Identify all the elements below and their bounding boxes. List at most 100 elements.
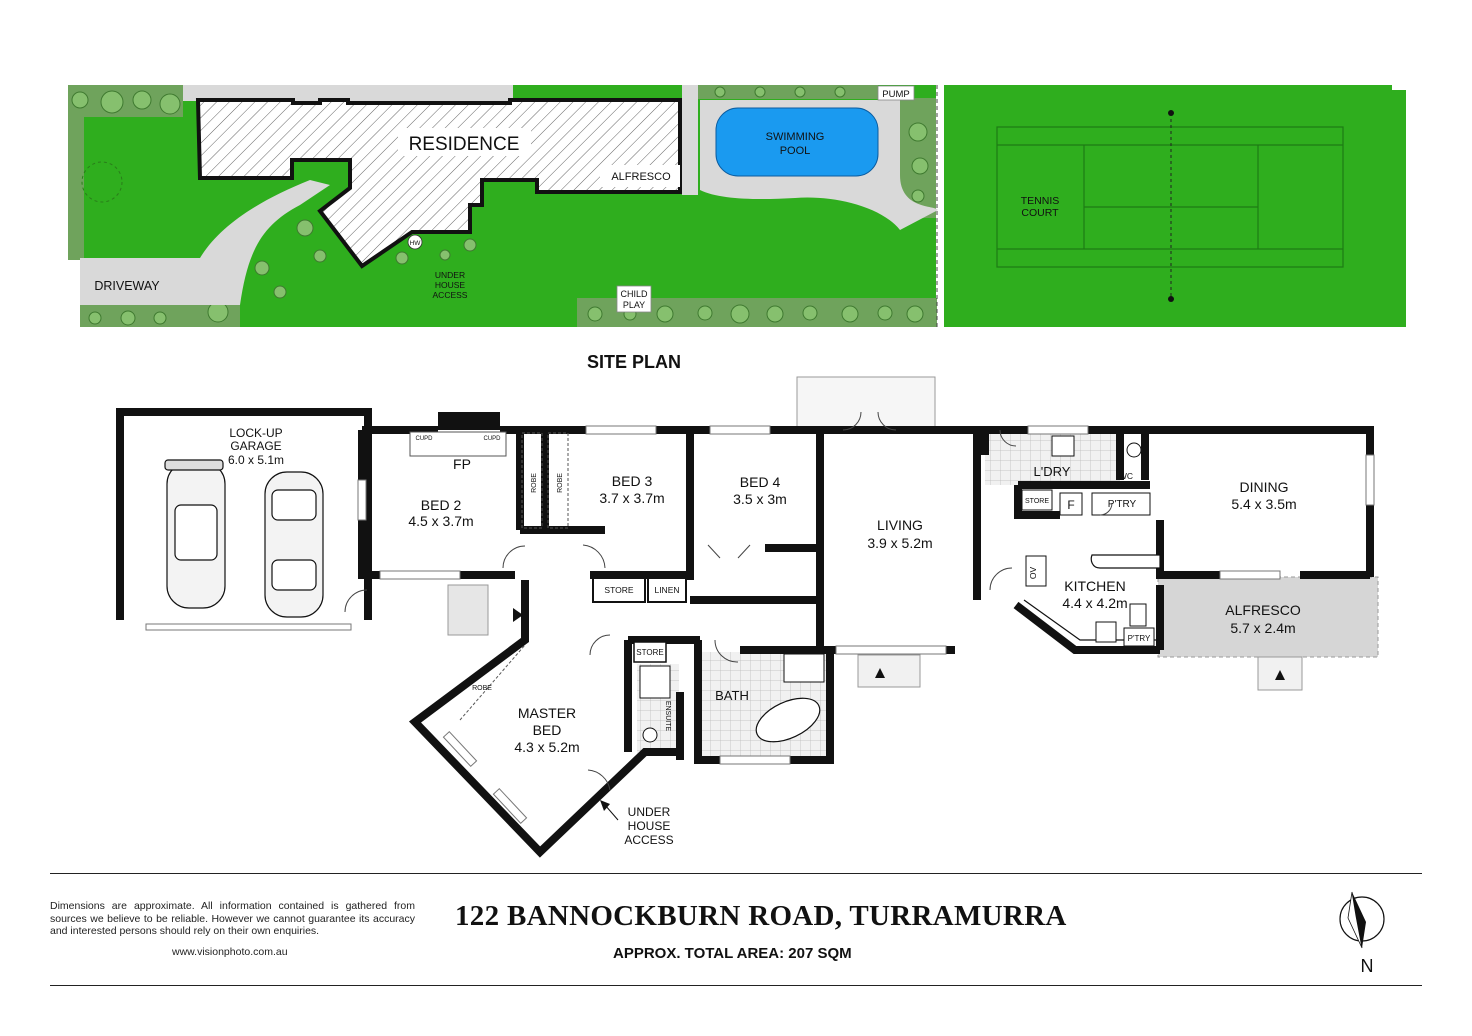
shrubs (71, 86, 929, 326)
bed4-dim: 3.5 x 3m (733, 491, 787, 507)
side-path (183, 85, 513, 101)
walls (116, 408, 1374, 858)
under-access-site-1: UNDER (435, 270, 465, 280)
shower-bath (783, 653, 825, 683)
cupd-right-label: CUPD (483, 436, 501, 442)
total-area: APPROX. TOTAL AREA: 207 SQM (613, 945, 852, 962)
cooktop (1095, 621, 1117, 643)
under-access-arrowhead (600, 800, 610, 811)
alfresco-arrow (1275, 670, 1285, 680)
compass-needle-light (1347, 891, 1363, 949)
living-step (857, 654, 921, 688)
net-post-bottom (1168, 296, 1174, 302)
residence-label: RESIDENCE (409, 134, 520, 155)
website-link[interactable]: www.visionphoto.com.au (172, 946, 288, 958)
bed3-dim: 3.7 x 3.7m (599, 490, 664, 506)
hedge-top-mid (698, 85, 878, 99)
under-access-arrow (604, 804, 619, 821)
net-post-top (1168, 110, 1174, 116)
footer-bottom-rule (50, 985, 1422, 986)
ov-label: OV (1028, 567, 1038, 580)
toilet-ensuite (642, 727, 658, 743)
fridge (1059, 492, 1083, 516)
kitchen-label: KITCHEN (1064, 578, 1125, 594)
fireplace (438, 412, 500, 430)
pantry-dining (1091, 492, 1151, 516)
pool-label-2: POOL (780, 145, 811, 157)
laundry-tub (1051, 435, 1075, 457)
tennis-court (996, 126, 1344, 268)
store-ensuite (633, 641, 667, 663)
tennis-label-2: COURT (1021, 207, 1059, 219)
under-access-site-3: ACCESS (433, 290, 468, 300)
cupd-bar (409, 431, 507, 457)
bed2-label: BED 2 (421, 497, 462, 513)
ptry-dining-label: P'TRY (1108, 499, 1137, 510)
ldry-label: L'DRY (1034, 464, 1071, 479)
alfresco-site-bg (600, 165, 680, 187)
pantry-kitchen (1123, 627, 1155, 647)
hedge-left (68, 85, 84, 260)
linen-label: LINEN (654, 585, 679, 595)
toilet-wc (1126, 442, 1142, 458)
bath-tub (755, 697, 821, 743)
driveway-label: DRIVEWAY (94, 279, 160, 293)
store-laundry (1021, 489, 1053, 511)
site-plan: RESIDENCE ALFRESCO PUMP SWIMMING POOL HW… (68, 85, 1406, 327)
compass-north-label: N (1361, 956, 1374, 976)
kitchen-sink (1129, 603, 1147, 627)
robe-bed2-label: ROBE (531, 473, 538, 493)
garage-label-2: GARAGE (230, 439, 281, 453)
store-closet (592, 577, 646, 603)
hw-label: HW (410, 240, 422, 247)
cupd-left-label: CUPD (415, 436, 433, 442)
residence-footprint (195, 98, 682, 269)
robe-master-label: ROBE (472, 685, 492, 692)
master-label-2: BED (533, 722, 562, 738)
residence-label-bg (398, 128, 531, 156)
child-play-label-1: CHILD (620, 289, 648, 299)
living-label: LIVING (877, 517, 923, 533)
kitchen-dim: 4.4 x 4.2m (1062, 595, 1127, 611)
floor-plan: LOCK-UP GARAGE 6.0 x 5.1m CUPD CUPD FP B… (116, 376, 1379, 858)
garage-dim: 6.0 x 5.1m (228, 453, 284, 467)
robes (459, 432, 569, 721)
pump-box (877, 85, 915, 101)
bed3-label: BED 3 (612, 473, 653, 489)
bed4-label: BED 4 (740, 474, 781, 490)
garage-cars (164, 459, 324, 618)
compass: N (1339, 891, 1385, 976)
child-play-box (616, 285, 652, 313)
footer-top-rule (50, 873, 1422, 874)
front-deck (796, 376, 936, 431)
ensuite-label: ENSUITE (664, 701, 671, 732)
dining-dim: 5.4 x 3.5m (1231, 496, 1296, 512)
linen-closet (647, 577, 687, 603)
tennis-lawn (944, 85, 1406, 327)
store-ensuite-label: STORE (636, 648, 663, 657)
under-access-3: ACCESS (624, 833, 673, 847)
windows (145, 425, 1375, 825)
alfresco-site-label: ALFRESCO (611, 171, 671, 183)
ptry-kitchen-label: P'TRY (1128, 634, 1151, 643)
master-label-1: MASTER (518, 705, 576, 721)
swimming-pool (715, 107, 879, 177)
under-access-1: UNDER (628, 805, 671, 819)
under-access-site-2: HOUSE (435, 280, 466, 290)
site-plan-title: SITE PLAN (587, 352, 682, 372)
ensuite-shower (639, 665, 671, 699)
bed2-dim: 4.5 x 3.7m (408, 513, 473, 529)
robe-bed3-label: ROBE (557, 473, 564, 493)
oven (1025, 555, 1047, 587)
master-dim: 4.3 x 5.2m (514, 739, 579, 755)
living-arrow (875, 668, 885, 678)
pump-label: PUMP (882, 89, 909, 100)
fridge-label: F (1067, 498, 1074, 512)
pool-path-top (682, 85, 698, 195)
tennis-label-1: TENNIS (1021, 195, 1060, 207)
wc-label: WC (1119, 471, 1133, 481)
driveway (80, 180, 330, 305)
kitchen-island (1090, 554, 1161, 569)
fp-label: FP (453, 456, 471, 472)
